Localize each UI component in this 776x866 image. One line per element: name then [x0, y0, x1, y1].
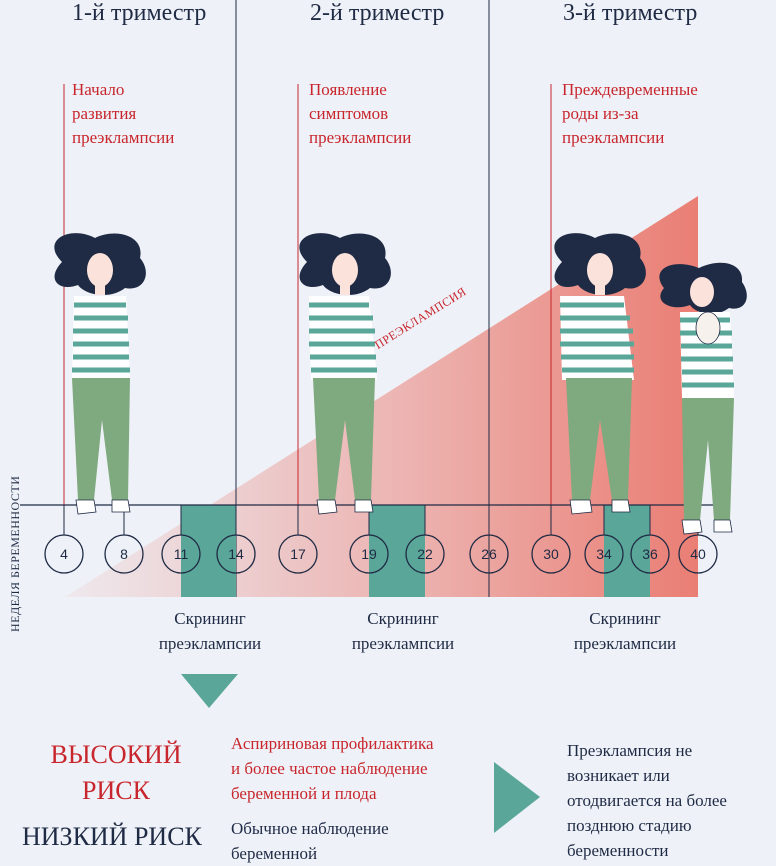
week-circle	[161, 534, 201, 574]
week-circle	[469, 534, 509, 574]
arrow-right-icon	[494, 762, 540, 833]
week-label: 19	[361, 546, 377, 562]
trimester-1-title: 1-й триместр	[72, 0, 207, 26]
week-label: 17	[290, 546, 306, 562]
screening-label: Скрининг преэклампсии	[158, 609, 262, 653]
week-circle	[216, 534, 256, 574]
pregnant-woman-icon	[554, 233, 646, 515]
screening-window	[181, 505, 236, 597]
event-symptoms-label: Появление симптомов преэклампсии	[309, 80, 412, 147]
low-risk-recommendation: Обычное наблюдение беременной	[231, 819, 389, 863]
preeclampsia-wedge	[65, 196, 698, 597]
week-circle	[630, 534, 670, 574]
week-circle	[44, 534, 84, 574]
event-preterm-birth-label: Преждевременные роды из-за преэклампсии	[562, 80, 698, 147]
week-circle	[584, 534, 624, 574]
screening-label: Скрининг преэклампсии	[573, 609, 677, 653]
week-label: 36	[642, 546, 658, 562]
screening-window	[604, 505, 650, 597]
high-risk-label: ВЫСОКИЙ РИСК	[50, 740, 182, 805]
week-label: 14	[228, 546, 244, 562]
week-circle	[531, 534, 571, 574]
pregnant-woman-icon	[299, 233, 391, 515]
screening-window	[369, 505, 425, 597]
week-label: 40	[690, 546, 706, 562]
screening-label: Скрининг преэклампсии	[351, 609, 455, 653]
week-label: 30	[543, 546, 559, 562]
week-label: 22	[417, 546, 433, 562]
week-circle	[405, 534, 445, 574]
axis-label: НЕДЕЛЯ БЕРЕМЕННОСТИ	[8, 475, 22, 632]
week-circle	[104, 534, 144, 574]
arrow-down-icon	[181, 674, 238, 708]
week-markers: 4 8 11 14 17 19 22 26 30 34 36 40	[44, 505, 718, 574]
week-circle	[278, 534, 318, 574]
high-risk-recommendation: Аспириновая профилактика и более частое …	[231, 734, 434, 803]
week-circle	[678, 534, 718, 574]
week-label: 11	[174, 546, 189, 562]
event-onset-label: Начало развития преэклампсии	[72, 80, 175, 147]
mother-with-baby-icon	[659, 262, 747, 535]
low-risk-label: НИЗКИЙ РИСК	[22, 822, 202, 851]
week-label: 4	[60, 546, 68, 562]
pregnant-woman-icon	[54, 233, 146, 515]
trimester-3-title: 3-й триместр	[563, 0, 698, 26]
week-label: 26	[481, 546, 497, 562]
week-label: 34	[596, 546, 612, 562]
trimester-2-title: 2-й триместр	[310, 0, 445, 26]
outcome-text: Преэклампсия не возникает или отодвигает…	[567, 741, 727, 860]
week-circle	[349, 534, 389, 574]
week-label: 8	[120, 546, 128, 562]
